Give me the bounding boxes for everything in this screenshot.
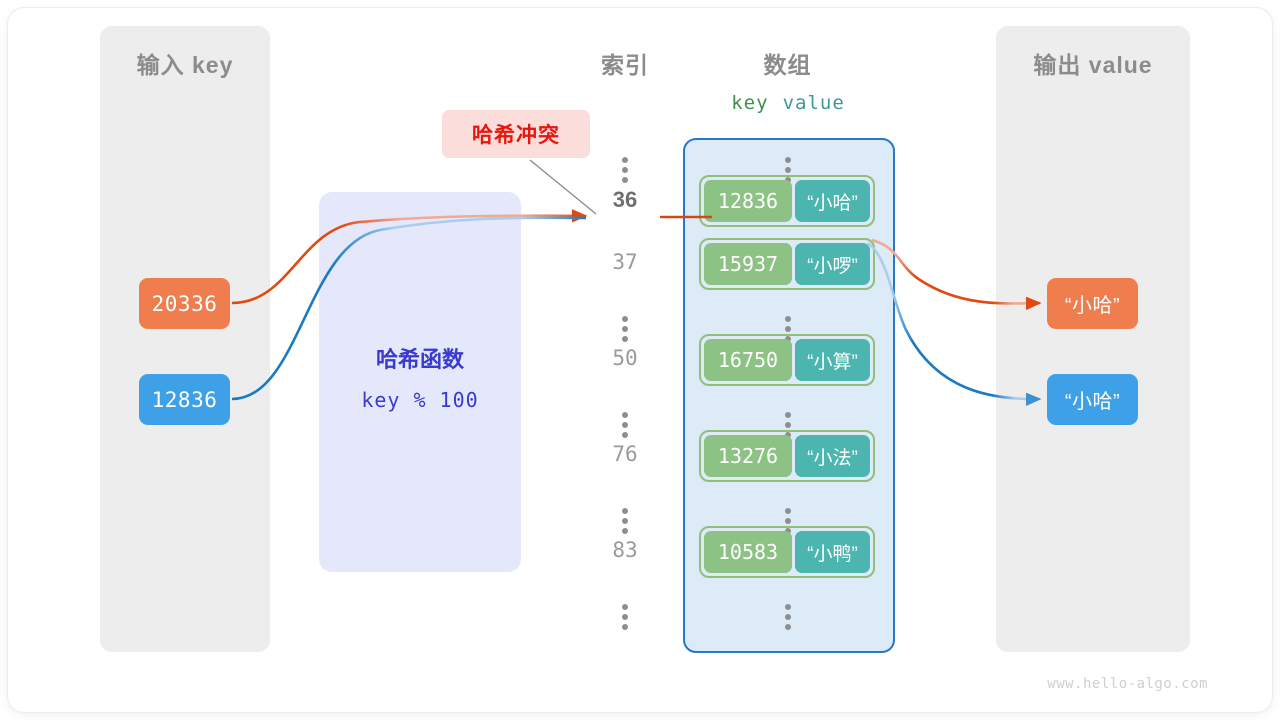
input-key-0: 20336 (139, 278, 230, 329)
input-key-1: 12836 (139, 374, 230, 425)
output-value-1: “小哈” (1047, 374, 1138, 425)
bucket-value-83: “小鸭” (795, 531, 870, 573)
hash-function-title: 哈希函数 (375, 347, 464, 372)
bucket-36: 12836“小哈” (699, 175, 875, 227)
array-column-heading: 数组 (763, 52, 812, 78)
watermark: www.hello-algo.com (1047, 676, 1208, 692)
index-column-heading: 索引 (601, 52, 649, 78)
bucket-value-37: “小啰” (795, 243, 870, 285)
bucket-76: 13276“小法” (699, 430, 875, 482)
bucket-key-76: 13276 (704, 435, 792, 477)
index-label-37: 37 (612, 250, 638, 274)
input-panel-title: 输入 key (136, 52, 234, 78)
bucket-50: 16750“小算” (699, 334, 875, 386)
value-legend-label: value (782, 92, 845, 114)
index-label-83: 83 (612, 538, 638, 562)
hash-collision-badge: 哈希冲突 (442, 110, 590, 158)
bucket-value-76: “小法” (795, 435, 870, 477)
index-ellipsis (590, 412, 660, 438)
bucket-key-36: 12836 (704, 180, 792, 222)
bucket-value-36: “小哈” (795, 180, 870, 222)
bucket-83: 10583“小鸭” (699, 526, 875, 578)
output-panel-title: 输出 value (1033, 52, 1153, 78)
bucket-key-37: 15937 (704, 243, 792, 285)
hash-function-box: 哈希函数 key % 100 (319, 192, 521, 572)
hash-function-formula: key % 100 (361, 388, 479, 412)
input-panel: 输入 key (100, 26, 270, 652)
output-panel: 输出 value (996, 26, 1190, 652)
key-legend-label: key (731, 92, 769, 114)
array-ellipsis (753, 604, 823, 630)
key-value-legend: key value (700, 92, 876, 114)
bucket-value-50: “小算” (795, 339, 870, 381)
index-ellipsis (590, 508, 660, 534)
bucket-key-83: 10583 (704, 531, 792, 573)
bucket-37: 15937“小啰” (699, 238, 875, 290)
bucket-key-50: 16750 (704, 339, 792, 381)
index-ellipsis (590, 157, 660, 183)
index-label-76: 76 (612, 442, 638, 466)
index-label-36: 36 (612, 187, 638, 212)
index-ellipsis (590, 316, 660, 342)
index-ellipsis (590, 604, 660, 630)
output-value-0: “小哈” (1047, 278, 1138, 329)
index-label-50: 50 (612, 346, 638, 370)
